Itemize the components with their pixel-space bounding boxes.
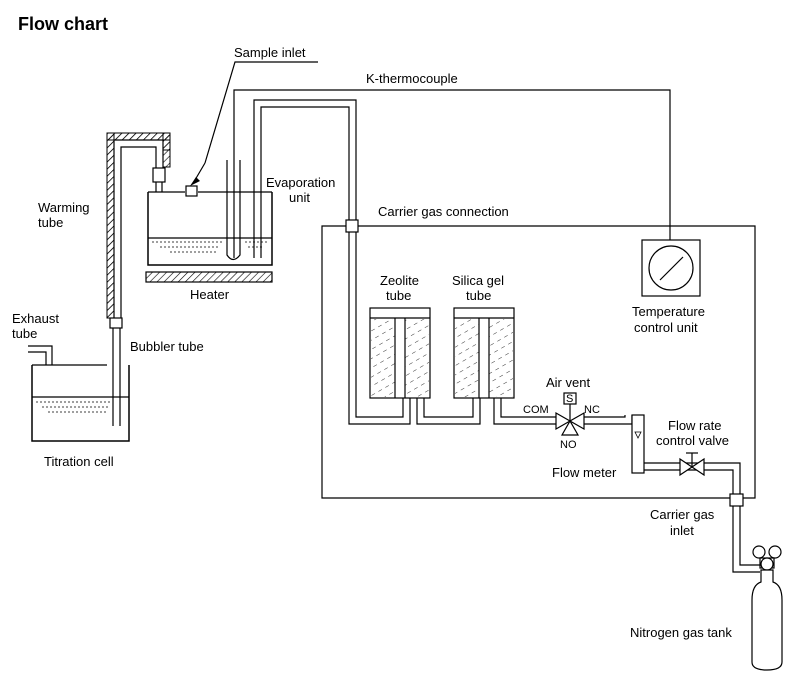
pipe-flowmeter-to-inlet-outer [644,462,741,494]
pipe-silica-to-valve-inner [500,398,556,418]
zeolite-tube-label-2: tube [386,288,411,303]
pipe-silica-to-valve-outer [493,398,556,425]
evaporation-liquid [152,241,268,253]
heater-label: Heater [190,287,230,302]
pipe-flowmeter-to-inlet-inner [644,469,734,494]
warming-inner-pipe-inner [120,146,157,318]
sample-inlet-arrowhead [190,177,200,186]
flow-meter-float [634,431,642,439]
warming-tube-jacket-inner [121,148,156,318]
pipe-zeolite-to-silica-outer [416,398,481,425]
valve-com-label: COM [523,404,549,416]
warming-tube-bottom-connector [109,317,123,329]
temperature-control-unit-label-2: control unit [634,320,698,335]
carrier-gas-inlet-label-1: Carrier gas [650,507,715,522]
flow-rate-control-valve-label-2: control valve [656,433,729,448]
main-enclosure [321,225,756,499]
flow-rate-control-valve-label-1: Flow rate [668,418,721,433]
warming-tube-top-connector [152,167,166,183]
zeolite-tube-label-1: Zeolite [380,273,419,288]
evaporation-unit-label-1: Evaporation [266,175,335,190]
nitrogen-gas-tank-label: Nitrogen gas tank [630,625,732,640]
nitrogen-gas-tank [751,545,783,671]
bubbler-tube [112,328,121,426]
valve-solenoid-label: S [566,393,573,405]
temperature-gauge-dial [648,245,694,291]
heater [145,271,273,283]
warming-tube-right [162,132,171,168]
warming-tube-label-1: Warming [38,200,90,215]
warming-tube-top [106,132,171,141]
exhaust-tube [28,345,53,365]
pipe-zeolite-to-silica-inner [423,398,474,418]
silica-gel-tube [453,307,515,399]
thermocouple-probe [226,160,241,261]
sample-inlet-arrow-line [194,162,206,181]
k-thermocouple-label: K-thermocouple [366,71,458,86]
silica-gel-tube-label-2: tube [466,288,491,303]
pipe-to-zeolite-inner [355,232,404,418]
exhaust-tube-label-1: Exhaust [12,311,59,326]
pipe-inlet-to-tank-outer [739,506,760,566]
carrier-pipe-outer [253,99,357,258]
warming-tube-jacket [106,132,171,319]
titration-cell-label: Titration cell [44,454,114,469]
silica-gel-tube-label-1: Silica gel [452,273,504,288]
flow-rate-control-valve [679,452,705,477]
titration-cell-vessel [31,365,130,442]
k-thermocouple-wire [233,89,671,258]
valve-no-label: NO [560,439,577,451]
valve-nc-label: NC [584,404,600,416]
pipe-valve-to-flowmeter-inner [584,415,626,418]
sample-inlet-leader [204,61,318,164]
flow-meter [631,414,645,474]
pipe-to-zeolite-outer [348,232,411,425]
carrier-gas-connection-label: Carrier gas connection [378,204,509,219]
exhaust-tube-label-2: tube [12,326,37,341]
sample-inlet-port [185,185,198,197]
warming-tube-left [106,132,115,319]
page-title: Flow chart [18,14,108,34]
warming-tube-label-2: tube [38,215,63,230]
carrier-gas-connection-fitting [345,219,359,233]
carrier-gas-inlet-label-2: inlet [670,523,694,538]
sample-inlet-label: Sample inlet [234,45,306,60]
evaporation-unit-vessel [147,192,273,266]
titration-liquid [36,401,110,413]
evaporation-unit-label-2: unit [289,190,310,205]
warming-inner-pipe-outer [113,139,164,318]
bubbler-tube-label: Bubbler tube [130,339,204,354]
carrier-pipe-inner [260,106,350,258]
air-vent-label: Air vent [546,375,590,390]
zeolite-tube [369,307,431,399]
carrier-gas-inlet-fitting [729,493,744,507]
pipe-inlet-to-tank-inner [732,506,760,573]
three-way-valve [555,392,585,436]
temperature-gauge-needle [659,256,684,281]
temperature-control-unit-label-1: Temperature [632,304,705,319]
flow-meter-label: Flow meter [552,465,617,480]
